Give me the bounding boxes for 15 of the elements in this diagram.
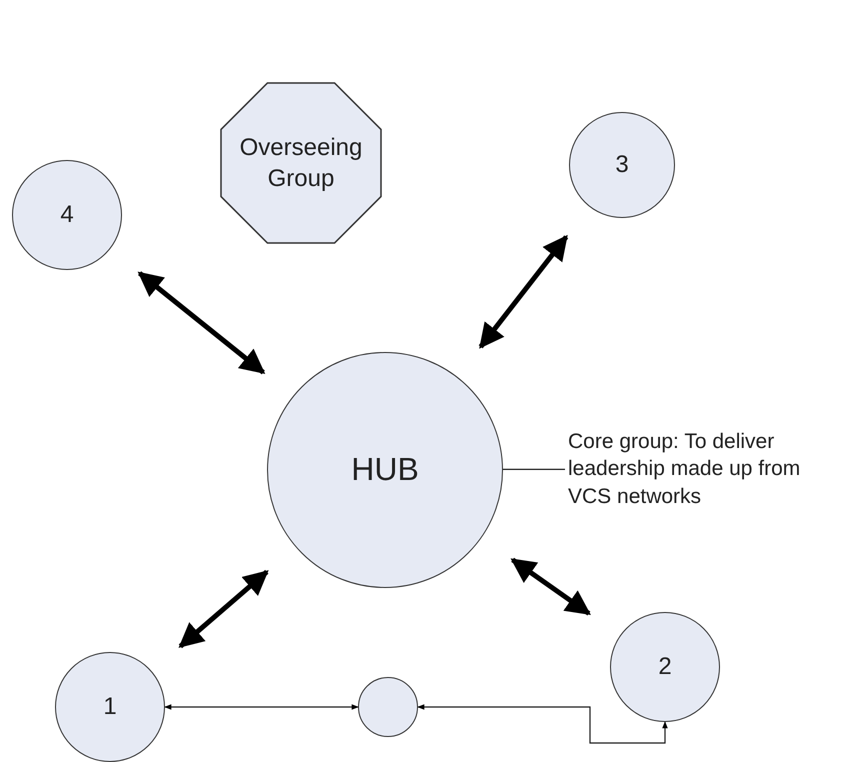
double-arrow	[510, 558, 591, 616]
node-label: 4	[60, 200, 74, 230]
annotation-text: Core group: To deliver leadership made up from VCS networks	[568, 429, 802, 510]
node-label: 3	[615, 150, 629, 180]
leader-line	[503, 468, 565, 470]
double-arrow	[164, 704, 359, 710]
double-arrow	[417, 704, 668, 744]
double-arrow	[178, 570, 269, 648]
node-label: 1	[103, 692, 117, 722]
octagon-node	[220, 82, 382, 244]
double-arrow	[138, 271, 266, 374]
double-arrow	[478, 234, 568, 349]
node-label: Overseeing Group	[238, 132, 364, 194]
node-label: HUB	[351, 450, 419, 490]
node-label: 2	[658, 652, 672, 682]
